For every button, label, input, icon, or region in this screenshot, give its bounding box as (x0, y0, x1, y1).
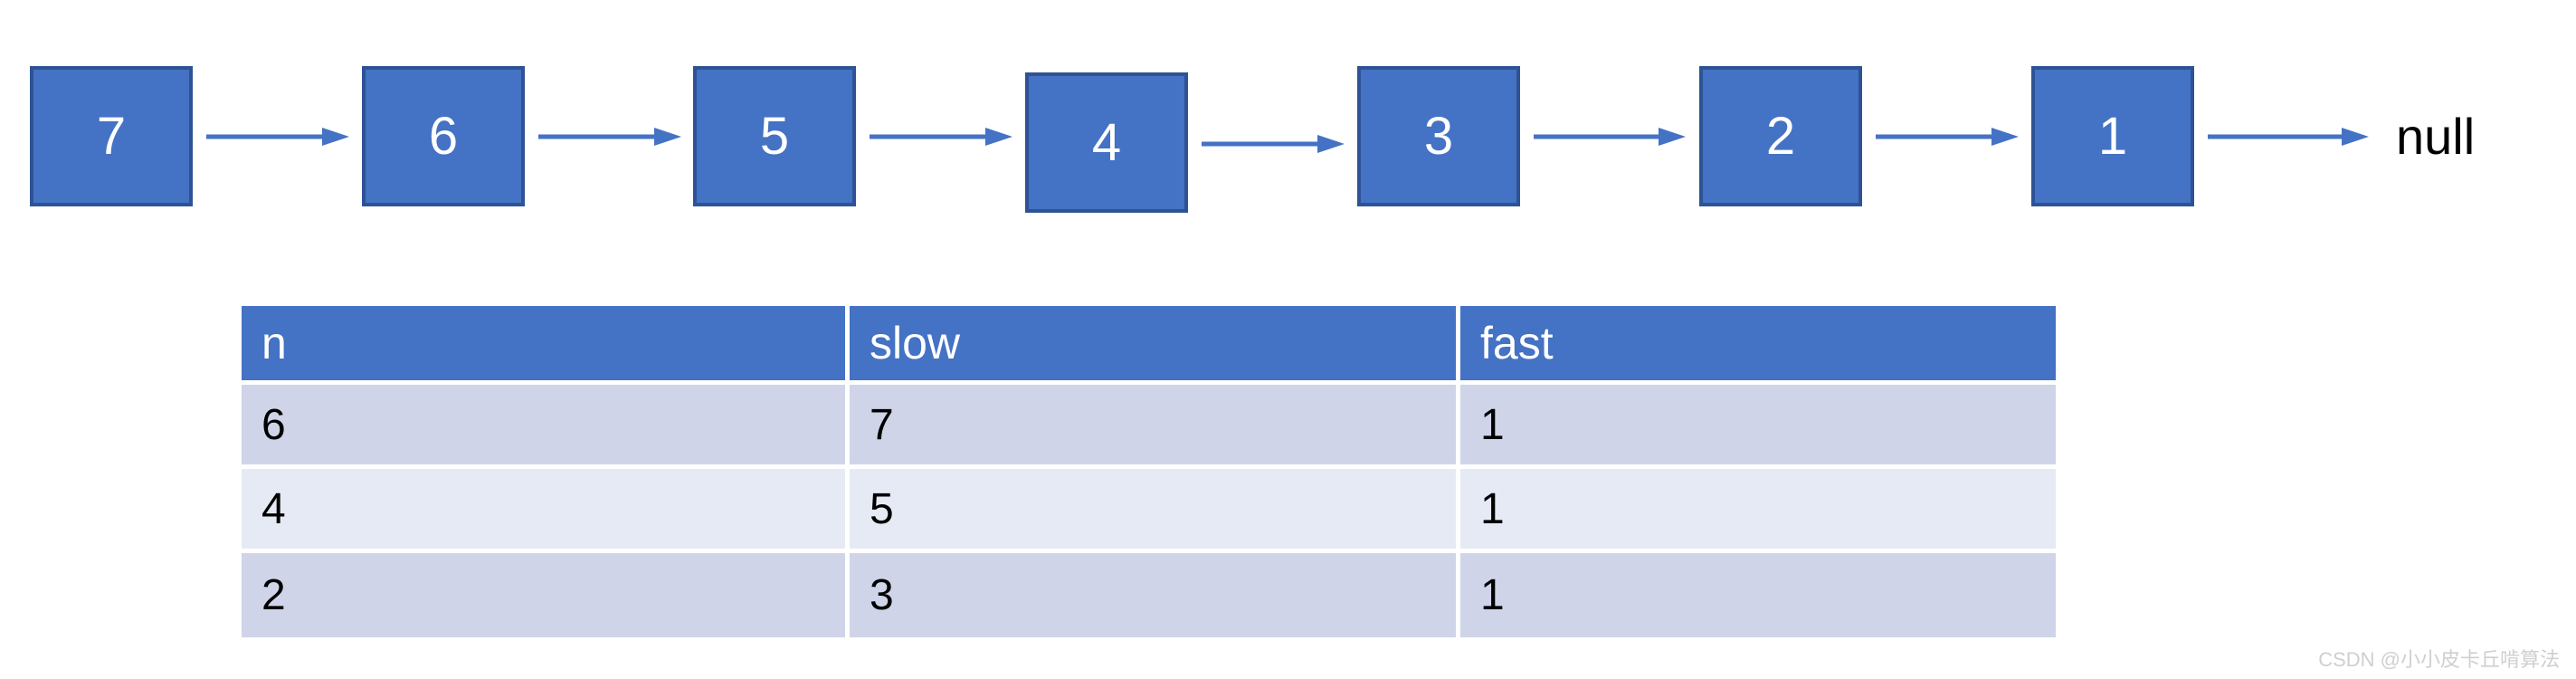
list-node-label: 4 (1091, 112, 1122, 172)
table-row: 4 5 1 (242, 469, 2056, 553)
list-node-label: 2 (1765, 106, 1796, 166)
list-node-label: 5 (759, 106, 790, 166)
table-row: 2 3 1 (242, 553, 2056, 637)
list-arrow-icon (870, 128, 1012, 146)
table-row: 6 7 1 (242, 385, 2056, 469)
list-arrow-icon (1202, 135, 1345, 153)
list-node[interactable]: 4 (1025, 72, 1188, 213)
list-arrow-icon (1876, 128, 2019, 146)
cell-slow: 7 (850, 385, 1460, 469)
list-node[interactable]: 7 (30, 66, 193, 206)
column-header-n[interactable]: n (242, 306, 850, 385)
list-node-label: 3 (1423, 106, 1454, 166)
list-arrow-icon (538, 128, 681, 146)
cell-n: 6 (242, 385, 850, 469)
cell-n: 4 (242, 469, 850, 553)
list-node-label: 6 (428, 106, 459, 166)
list-node[interactable]: 3 (1357, 66, 1520, 206)
watermark: CSDN @小小皮卡丘啃算法 (2318, 648, 2560, 671)
column-header-fast[interactable]: fast (1460, 306, 2056, 385)
list-node[interactable]: 1 (2031, 66, 2194, 206)
cell-slow: 3 (850, 553, 1460, 637)
cell-fast: 1 (1460, 469, 2056, 553)
table-header-row: n slow fast (242, 306, 2056, 385)
cell-fast: 1 (1460, 385, 2056, 469)
trace-table: n slow fast 6 7 1 4 5 1 2 3 1 (242, 306, 2056, 637)
list-arrow-icon (206, 128, 349, 146)
list-node[interactable]: 5 (693, 66, 856, 206)
cell-slow: 5 (850, 469, 1460, 553)
cell-n: 2 (242, 553, 850, 637)
null-terminator-label: null (2396, 108, 2476, 165)
list-node-label: 7 (96, 106, 127, 166)
cell-fast: 1 (1460, 553, 2056, 637)
list-arrow-to-null-icon (2208, 128, 2369, 146)
list-node[interactable]: 2 (1699, 66, 1862, 206)
column-header-slow[interactable]: slow (850, 306, 1460, 385)
list-node-label: 1 (2097, 106, 2128, 166)
list-arrow-icon (1534, 128, 1686, 146)
list-node[interactable]: 6 (362, 66, 525, 206)
